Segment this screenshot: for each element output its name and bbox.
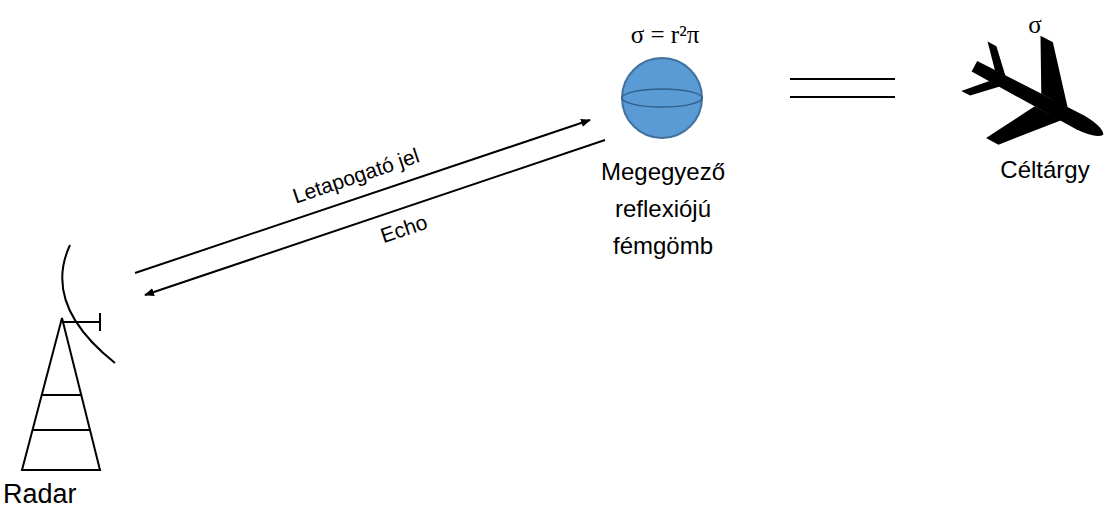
station-label: Radar xyxy=(3,478,77,510)
signal-arrow xyxy=(145,140,605,295)
reference-sphere: σ = r²πMegegyező reflexiójú fémgömb xyxy=(622,58,702,138)
arrow-label: Echo xyxy=(378,210,431,248)
radar-station: Radar xyxy=(0,240,135,514)
arrow-label: Letapogató jel xyxy=(289,143,422,208)
signal-arrow xyxy=(135,120,590,273)
airplane-silhouette xyxy=(947,15,1112,186)
sphere-caption: Megegyező reflexiójú fémgömb xyxy=(588,153,738,264)
target-aircraft: σCéltárgy xyxy=(965,55,1110,145)
metal-sphere xyxy=(622,58,702,138)
equals-sign xyxy=(790,79,895,97)
formula-label: σ = r²π xyxy=(631,20,700,50)
target-label: Céltárgy xyxy=(1000,155,1089,185)
radar-tower xyxy=(22,245,115,470)
rcs-symbol: σ xyxy=(1028,10,1041,40)
